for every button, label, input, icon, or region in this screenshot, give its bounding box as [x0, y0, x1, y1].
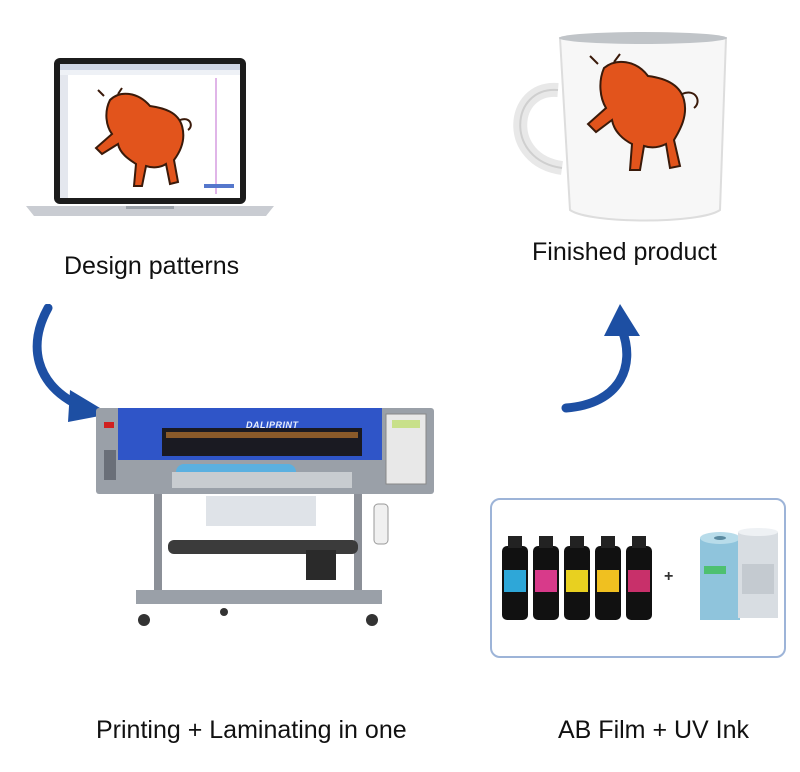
supplies-panel: +: [490, 498, 786, 658]
bull-print-icon: [586, 53, 699, 171]
mug-illustration: [513, 32, 728, 222]
ab-film-rolls-icon: [700, 528, 778, 620]
design-patterns-caption: Design patterns: [64, 252, 240, 280]
bull-design-icon: [94, 87, 192, 187]
laptop-illustration: [26, 58, 274, 216]
curved-arrow-up-icon: [561, 304, 640, 413]
printing-laminating-caption: Printing + Laminating in one: [96, 716, 407, 744]
uv-ink-bottles-icon: [502, 536, 652, 620]
ab-film-uv-ink-caption: AB Film + UV Ink: [558, 716, 750, 744]
uv-dtf-printer-illustration: [96, 408, 434, 626]
printer-brand-label: DALIPRINT: [246, 420, 299, 430]
plus-sign: +: [664, 568, 674, 585]
finished-product-caption: Finished product: [532, 238, 717, 266]
